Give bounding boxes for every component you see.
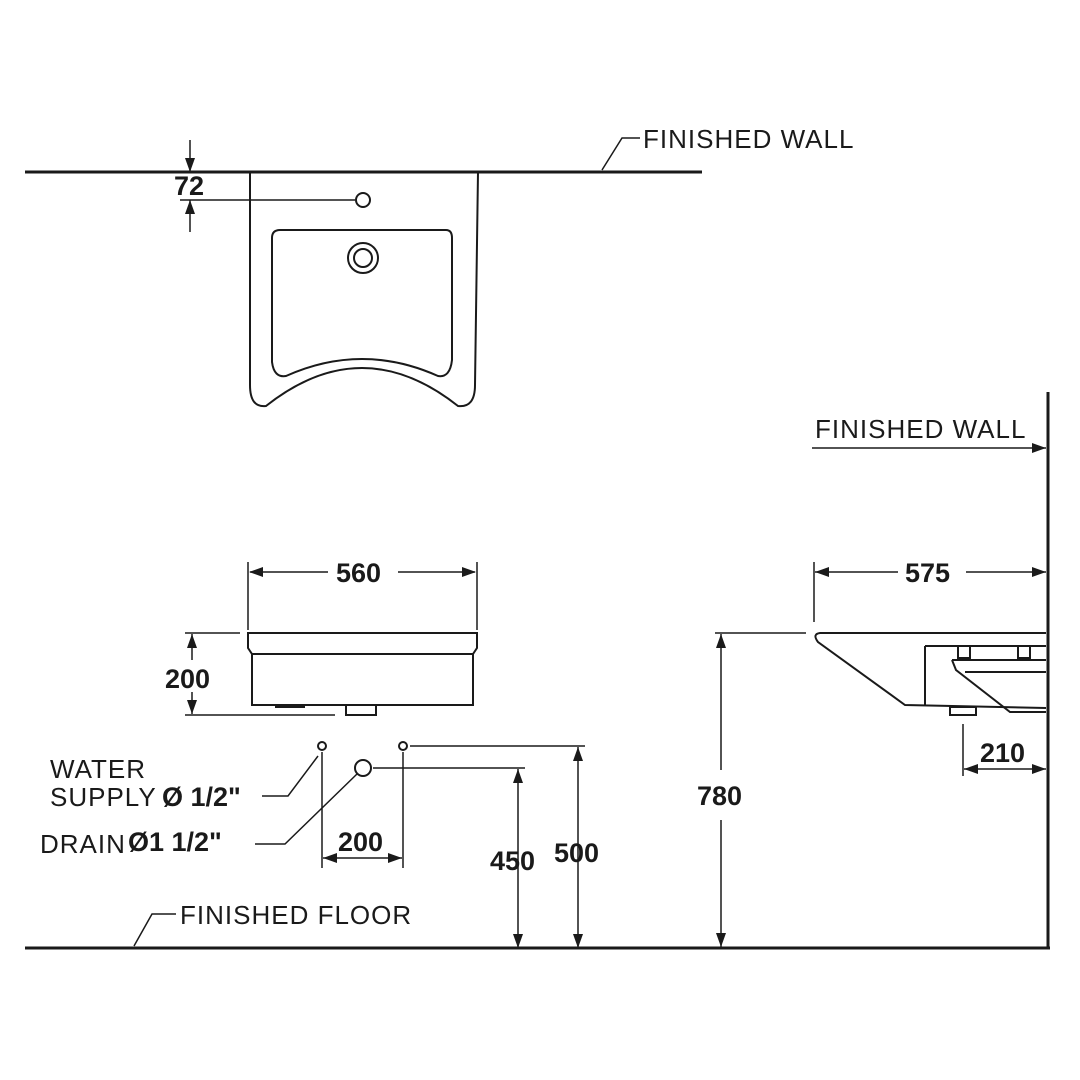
side-bracket [951,659,1046,713]
basin-front-body [251,654,474,706]
dim-450-arrow-bottom [513,934,523,948]
water-supply-point-right [398,741,408,751]
dim-210-text: 210 [980,738,1025,768]
basin-front-waste [345,704,377,716]
tap-hole [355,192,371,208]
side-waste [949,706,977,716]
dim-200s-arrow-left [323,853,337,863]
front-elevation: 560 200 200 450 5 [25,558,1050,950]
dim-560-text: 560 [336,558,381,588]
basin-plan-outline [249,171,479,408]
bowl-drain-inner [353,248,373,268]
bowl-drain-outer [347,242,379,274]
dim-210-arrow-right [1032,764,1046,774]
dim-575-arrow-right [1032,567,1046,577]
floor-leader [133,913,176,947]
basin-side-profile [814,632,1047,709]
side-bracket-post-1 [957,645,971,659]
bowl-plan-outline [271,229,453,378]
side-wall-label: FINISHED WALL [815,414,1026,444]
dim-200s-arrow-right [388,853,402,863]
dim-200h-text: 200 [165,664,210,694]
dim-200h-arrow-top [187,634,197,648]
dim-450-arrow-top [513,769,523,783]
basin-side-underside [924,645,1046,705]
dim-780-arrow-top [716,634,726,648]
water-supply-size: Ø 1/2" [162,782,241,812]
water-supply-leader [262,755,319,797]
dim-200s-text: 200 [338,827,383,857]
dim-560-arrow-right [462,567,476,577]
floor-label: FINISHED FLOOR [180,900,412,930]
side-elevation: FINISHED WALL 575 210 780 [697,392,1050,948]
dim-500-arrow-bottom [573,934,583,948]
dim-72-arrow-top [185,158,195,172]
dim-560-arrow-left [249,567,263,577]
basin-front-rim [247,632,478,655]
top-wall-label: FINISHED WALL [643,124,854,154]
dim-500-arrow-top [573,747,583,761]
side-bracket-post-2 [1017,645,1031,659]
drain-point [354,759,372,777]
drain-label: DRAIN [40,829,126,859]
dim-780-text: 780 [697,781,742,811]
water-supply-label-line2: SUPPLY [50,782,157,812]
dim-500-text: 500 [554,838,599,868]
drain-leader [255,773,358,845]
dim-72-text: 72 [174,171,204,201]
dim-780-arrow-bottom [716,933,726,947]
top-wall-leader [601,137,640,171]
drain-size: Ø1 1/2" [128,827,222,857]
plan-view: FINISHED WALL 72 [25,124,854,408]
water-supply-label-line1: WATER [50,754,146,784]
water-supply-point-left [317,741,327,751]
dim-200h-arrow-bottom [187,700,197,714]
dim-450-text: 450 [490,846,535,876]
dim-72-arrow-bottom [185,200,195,214]
side-wall-arrow [1032,443,1046,453]
dim-575-arrow-left [815,567,829,577]
dim-210-arrow-left [964,764,978,774]
dim-575-text: 575 [905,558,950,588]
